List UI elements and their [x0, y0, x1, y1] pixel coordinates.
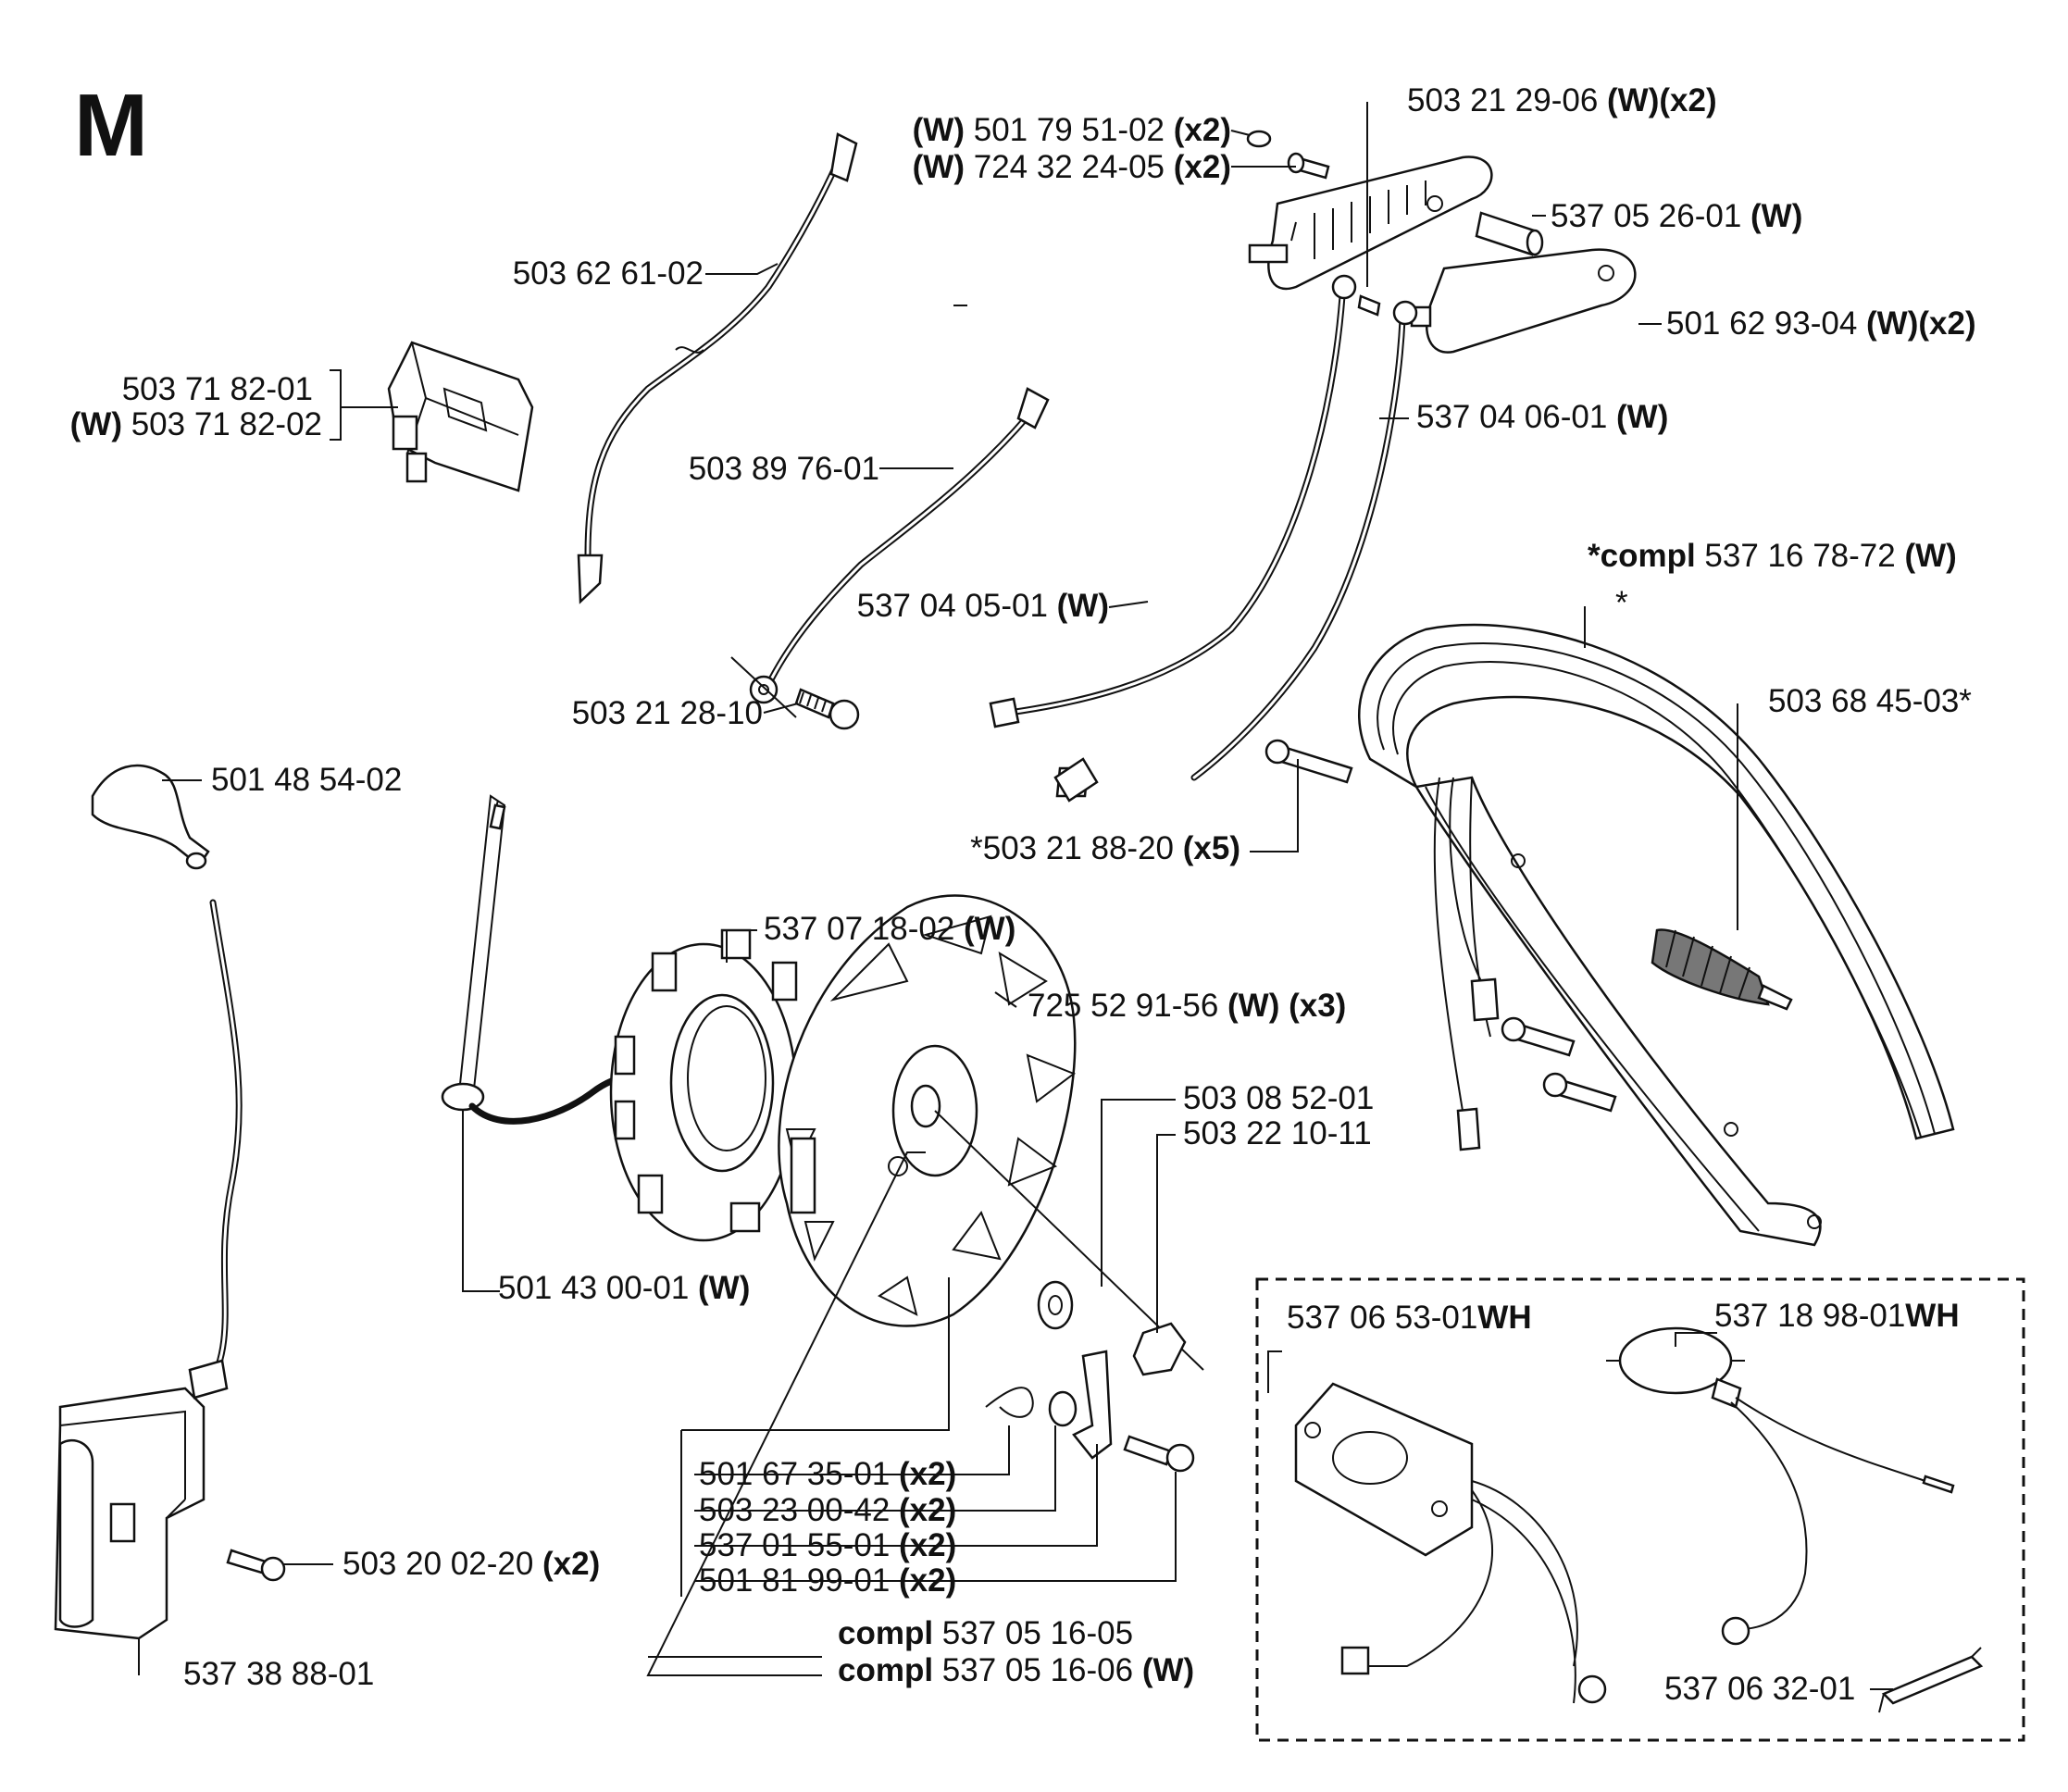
part-label-537-05-16-06: compl 537 05 16-06 (W) — [838, 1652, 1195, 1688]
part-label-503-23-00-42: 503 23 00-42 (x2) — [699, 1492, 957, 1528]
stop-switch — [387, 341, 534, 492]
part-label-503-62-61-02: 503 62 61-02 — [512, 255, 704, 292]
screw-503-21-28-10 — [794, 688, 860, 730]
washer-screw-set — [1246, 130, 1381, 317]
heating-element-plate — [1248, 156, 1493, 291]
part-label-501-43-00-01: 501 43 00-01 (W) — [498, 1270, 751, 1306]
part-label-503-68-45-03: 503 68 45-03* — [1768, 683, 1972, 719]
part-label-asterisk: * — [1615, 585, 1628, 621]
part-label-537-06-32-01: 537 06 32-01 — [1664, 1671, 1856, 1707]
flywheel — [778, 894, 1077, 1327]
part-label-501-81-99-01: 501 81 99-01 (x2) — [699, 1562, 957, 1599]
part-label-537-05-26-01: 537 05 26-01 (W) — [1551, 198, 1803, 234]
part-label-503-21-28-10: 503 21 28-10 — [571, 695, 763, 731]
wire-503-62-61-02 — [577, 132, 858, 604]
part-label-503-21-29-06: 503 21 29-06 (W)(x2) — [1407, 82, 1717, 118]
part-label-501-62-93-04: 501 62 93-04 (W)(x2) — [1666, 305, 1976, 342]
part-label-537-04-05-01: 537 04 05-01 (W) — [856, 588, 1109, 624]
ignition-module-537-38-88-01 — [54, 1359, 286, 1640]
part-label-537-04-06-01: 537 04 06-01 (W) — [1416, 399, 1669, 435]
leader-lines — [138, 102, 1893, 1690]
part-label-503-08-52-01: 503 08 52-01 — [1183, 1080, 1375, 1116]
wire-503-89-76-01 — [730, 387, 1050, 718]
part-label-537-05-16-05: compl 537 05 16-05 — [838, 1615, 1134, 1651]
part-label-503-89-76-01: 503 89 76-01 — [688, 451, 879, 487]
part-label-503-22-10-11: 503 22 10-11 — [1183, 1115, 1372, 1151]
part-label-537-06-53-01: 537 06 53-01WH — [1287, 1300, 1532, 1336]
part-label-503-20-02-20: 503 20 02-20 (x2) — [343, 1546, 601, 1582]
wire-537-04-06-01 — [1053, 300, 1418, 803]
bracket-537-06-32-01 — [1878, 1647, 1984, 1713]
handle-screws — [1264, 739, 1617, 1113]
part-label-501-67-35-01: 501 67 35-01 (x2) — [699, 1456, 957, 1492]
thermostat-537-18-98-01 — [1606, 1326, 1955, 1646]
handle-537-16-78-72 — [1357, 623, 1955, 1247]
part-label-537-38-88-01: 537 38 88-01 — [183, 1656, 375, 1692]
part-label-724-32-24-05: (W) 724 32 24-05 (x2) — [912, 149, 1231, 185]
part-label-501-79-51-02: (W) 501 79 51-02 (x2) — [912, 112, 1231, 148]
wire-537-04-05-01 — [989, 274, 1357, 728]
part-label-537-07-18-02: 537 07 18-02 (W) — [764, 911, 1016, 947]
part-label-503-71-82-01: 503 71 82-01 — [121, 371, 313, 407]
part-label-503-71-82-02: (W) 503 71 82-02 — [69, 406, 322, 442]
part-label-725-52-91-56: 725 52 91-56 (W) (x3) — [1028, 988, 1347, 1024]
part-label-501-48-54-02: 501 48 54-02 — [211, 762, 403, 798]
part-label-537-18-98-01: 537 18 98-01WH — [1714, 1298, 1960, 1334]
generator-537-07-18-02 — [609, 928, 812, 1242]
heating-element-537-06-53-01 — [1294, 1382, 1607, 1704]
heating-plate-501-62-93-04 — [1410, 248, 1637, 354]
flywheel-hardware — [934, 1110, 1204, 1473]
part-label-537-01-55-01: 537 01 55-01 (x2) — [699, 1527, 957, 1563]
spacer-537-05-26-01 — [1475, 211, 1544, 256]
spark-plug-cap-501-48-54-02 — [91, 764, 210, 870]
spring-503-68-45-03 — [1651, 928, 1793, 1011]
ignition-wire — [205, 899, 243, 1392]
part-label-537-16-78-72: *compl 537 16 78-72 (W) — [1588, 538, 1957, 574]
section-letter: M — [74, 76, 148, 175]
heating-kit-box — [1255, 1277, 2025, 1742]
part-label-503-21-88-20: *503 21 88-20 (x5) — [970, 830, 1240, 866]
